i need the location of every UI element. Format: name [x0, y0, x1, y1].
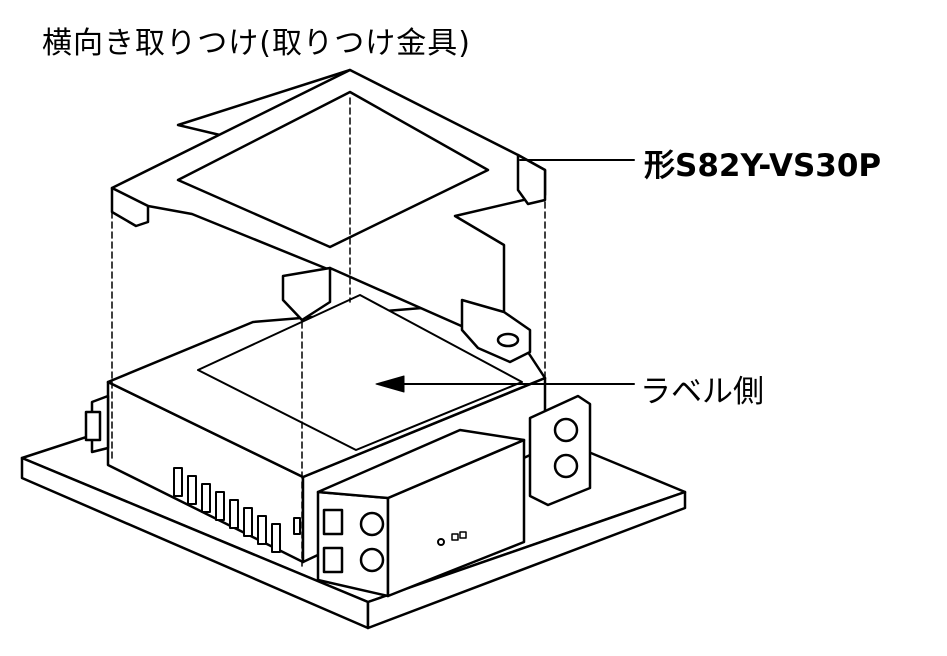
- callout-label-side: ラベル側: [640, 374, 764, 410]
- mounting-bracket: [110, 68, 547, 364]
- diagram-title: 横向き取りつけ(取りつけ金具): [42, 26, 472, 61]
- leader-lines: [403, 159, 635, 385]
- rear-terminal-block: [528, 394, 592, 507]
- alignment-lines: [111, 97, 546, 567]
- power-supply-unit: [84, 294, 592, 598]
- label-area: [197, 294, 523, 451]
- vent-slots: [173, 467, 301, 553]
- front-terminal-block: [316, 428, 526, 598]
- leader-arrowhead: [375, 375, 405, 393]
- callout-model: 形S82Y-VS30P: [644, 148, 882, 184]
